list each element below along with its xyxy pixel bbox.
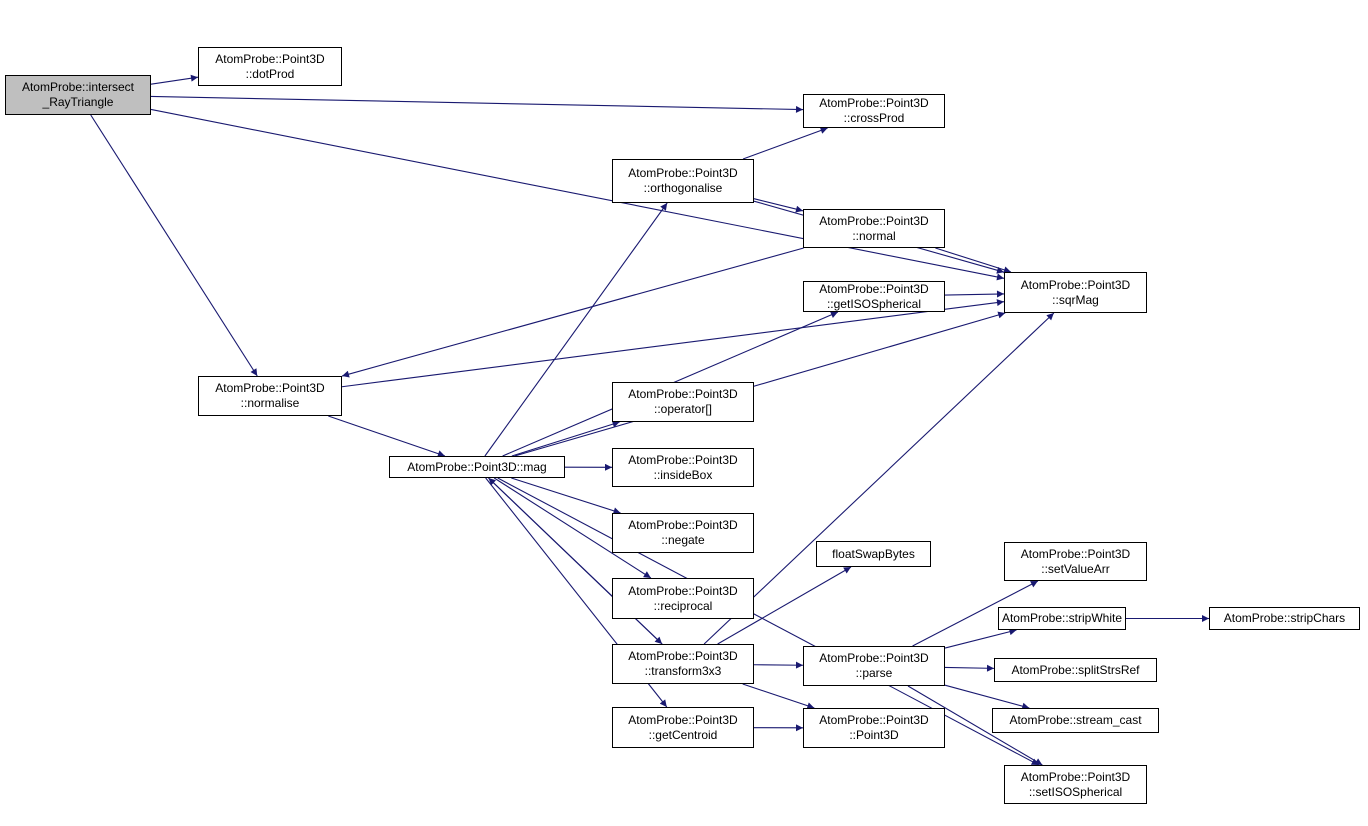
node-label: AtomProbe::Point3D <box>628 452 738 467</box>
node-label: AtomProbe::intersect <box>21 80 135 94</box>
node-label: ::negate <box>661 533 705 547</box>
node-negate[interactable]: AtomProbe::Point3D::negate <box>612 513 754 553</box>
node-label: AtomProbe::Point3D <box>1020 546 1131 561</box>
node-label: AtomProbe::Point3D <box>819 281 929 296</box>
node-label: ::dotProd <box>245 66 295 81</box>
node-insideBox[interactable]: AtomProbe::Point3D::insideBox <box>612 448 754 487</box>
node-label: AtomProbe::splitStrsRef <box>1011 662 1140 677</box>
edge-transform3x3-to-parse <box>753 661 804 669</box>
node-label: AtomProbe::Point3D <box>628 387 738 401</box>
edge-parse-to-stream_cast <box>944 684 1030 710</box>
edge-parse-to-setISOSpherical <box>907 685 1043 766</box>
node-setISOSpherical[interactable]: AtomProbe::Point3D::setISOSpherical <box>1004 765 1147 804</box>
node-label: AtomProbe::Point3D <box>628 712 738 727</box>
node-label: floatSwapBytes <box>832 546 915 561</box>
node-label: AtomProbe::Point3D <box>1020 769 1131 784</box>
node-Point3D[interactable]: AtomProbe::Point3D::Point3D <box>803 708 945 748</box>
node-label: AtomProbe::stripChars <box>1223 611 1346 625</box>
node-label: ::crossProd <box>843 111 905 125</box>
edge-mag-to-sqrMag <box>514 311 1006 457</box>
edge-normalise-to-sqrMag <box>341 299 1005 388</box>
node-label: AtomProbe::Point3D::mag <box>407 459 547 474</box>
node-stripWhite[interactable]: AtomProbe::stripWhite <box>998 607 1126 630</box>
node-getISOSpherical[interactable]: AtomProbe::Point3D::getISOSpherical <box>803 281 945 312</box>
node-label: _RayTriangle <box>42 95 114 109</box>
node-dotProd[interactable]: AtomProbe::Point3D::dotProd <box>198 47 342 86</box>
node-label: ::sqrMag <box>1052 292 1099 307</box>
node-label: ::Point3D <box>849 728 899 742</box>
node-label: AtomProbe::Point3D <box>819 96 929 110</box>
node-label: AtomProbe::Point3D <box>1020 277 1131 292</box>
edge-intersect-to-normalise <box>90 114 258 377</box>
edge-normalise-to-mag <box>328 415 446 458</box>
node-label: ::reciprocal <box>653 598 713 613</box>
node-label: AtomProbe::Point3D <box>819 213 929 228</box>
node-stream_cast[interactable]: AtomProbe::stream_cast <box>992 708 1159 733</box>
node-normalise[interactable]: AtomProbe::Point3D::normalise <box>198 376 342 416</box>
node-label: AtomProbe::Point3D <box>628 518 738 532</box>
node-orthogonalise[interactable]: AtomProbe::Point3D::orthogonalise <box>612 159 754 203</box>
node-label: ::parse <box>855 666 893 680</box>
edge-mag-to-orthogonalise <box>484 202 668 457</box>
edge-mag-to-operator <box>511 420 620 457</box>
edge-normal-to-sqrMag <box>935 247 1012 274</box>
edge-mag-to-negate <box>511 477 621 515</box>
node-parse[interactable]: AtomProbe::Point3D::parse <box>803 646 945 686</box>
edge-transform3x3-to-Point3D <box>742 683 815 710</box>
node-splitStrsRef[interactable]: AtomProbe::splitStrsRef <box>994 658 1157 682</box>
edge-transform3x3-to-mag <box>488 477 663 645</box>
edge-parse-to-splitStrsRef <box>944 664 995 672</box>
node-reciprocal[interactable]: AtomProbe::Point3D::reciprocal <box>612 578 754 619</box>
edge-mag-to-reciprocal <box>493 477 652 579</box>
edge-intersect-to-crossProd <box>150 95 804 113</box>
node-normal[interactable]: AtomProbe::Point3D::normal <box>803 209 945 248</box>
node-intersect: AtomProbe::intersect_RayTriangle <box>5 75 151 115</box>
node-label: ::setISOSpherical <box>1028 784 1123 799</box>
node-stripChars[interactable]: AtomProbe::stripChars <box>1209 607 1360 630</box>
node-operator[interactable]: AtomProbe::Point3D::operator[] <box>612 382 754 422</box>
node-label: AtomProbe::Point3D <box>215 381 325 395</box>
edge-transform3x3-to-sqrMag <box>703 312 1055 645</box>
node-label: ::orthogonalise <box>643 181 723 195</box>
edge-intersect-to-dotProd <box>150 74 199 85</box>
node-label: AtomProbe::Point3D <box>628 583 738 598</box>
edge-orthogonalise-to-crossProd <box>742 127 828 160</box>
node-label: AtomProbe::Point3D <box>628 649 738 663</box>
node-label: AtomProbe::Point3D <box>819 713 929 727</box>
node-label: ::getISOSpherical <box>826 296 922 311</box>
node-label: ::normalise <box>240 396 300 410</box>
node-label: ::insideBox <box>653 467 713 482</box>
node-floatSwapBytes[interactable]: floatSwapBytes <box>816 541 931 567</box>
edge-getISOSpherical-to-sqrMag <box>944 290 1005 298</box>
edge-parse-to-stripWhite <box>944 628 1017 649</box>
edge-mag-to-setISOSpherical <box>497 477 1039 766</box>
edge-parse-to-setValueArr <box>912 580 1039 647</box>
node-label: AtomProbe::Point3D <box>215 51 325 66</box>
node-label: ::getCentroid <box>648 727 718 742</box>
node-label: AtomProbe::Point3D <box>819 651 929 665</box>
node-label: ::normal <box>852 228 896 243</box>
edge-orthogonalise-to-normal <box>753 198 804 213</box>
node-label: AtomProbe::Point3D <box>628 166 738 180</box>
node-crossProd[interactable]: AtomProbe::Point3D::crossProd <box>803 94 945 128</box>
node-label: AtomProbe::stream_cast <box>1009 713 1142 727</box>
node-label: AtomProbe::stripWhite <box>1001 611 1123 625</box>
node-label: ::transform3x3 <box>644 664 722 678</box>
node-transform3x3[interactable]: AtomProbe::Point3D::transform3x3 <box>612 644 754 684</box>
node-label: ::operator[] <box>653 402 713 416</box>
node-mag[interactable]: AtomProbe::Point3D::mag <box>389 456 565 478</box>
edge-intersect-to-sqrMag <box>150 108 1005 281</box>
node-sqrMag[interactable]: AtomProbe::Point3D::sqrMag <box>1004 272 1147 313</box>
edge-transform3x3-to-floatSwapBytes <box>717 566 852 645</box>
node-setValueArr[interactable]: AtomProbe::Point3D::setValueArr <box>1004 542 1147 581</box>
node-label: ::setValueArr <box>1041 561 1110 576</box>
edge-normal-to-normalise <box>341 247 804 378</box>
node-getCentroid[interactable]: AtomProbe::Point3D::getCentroid <box>612 707 754 748</box>
